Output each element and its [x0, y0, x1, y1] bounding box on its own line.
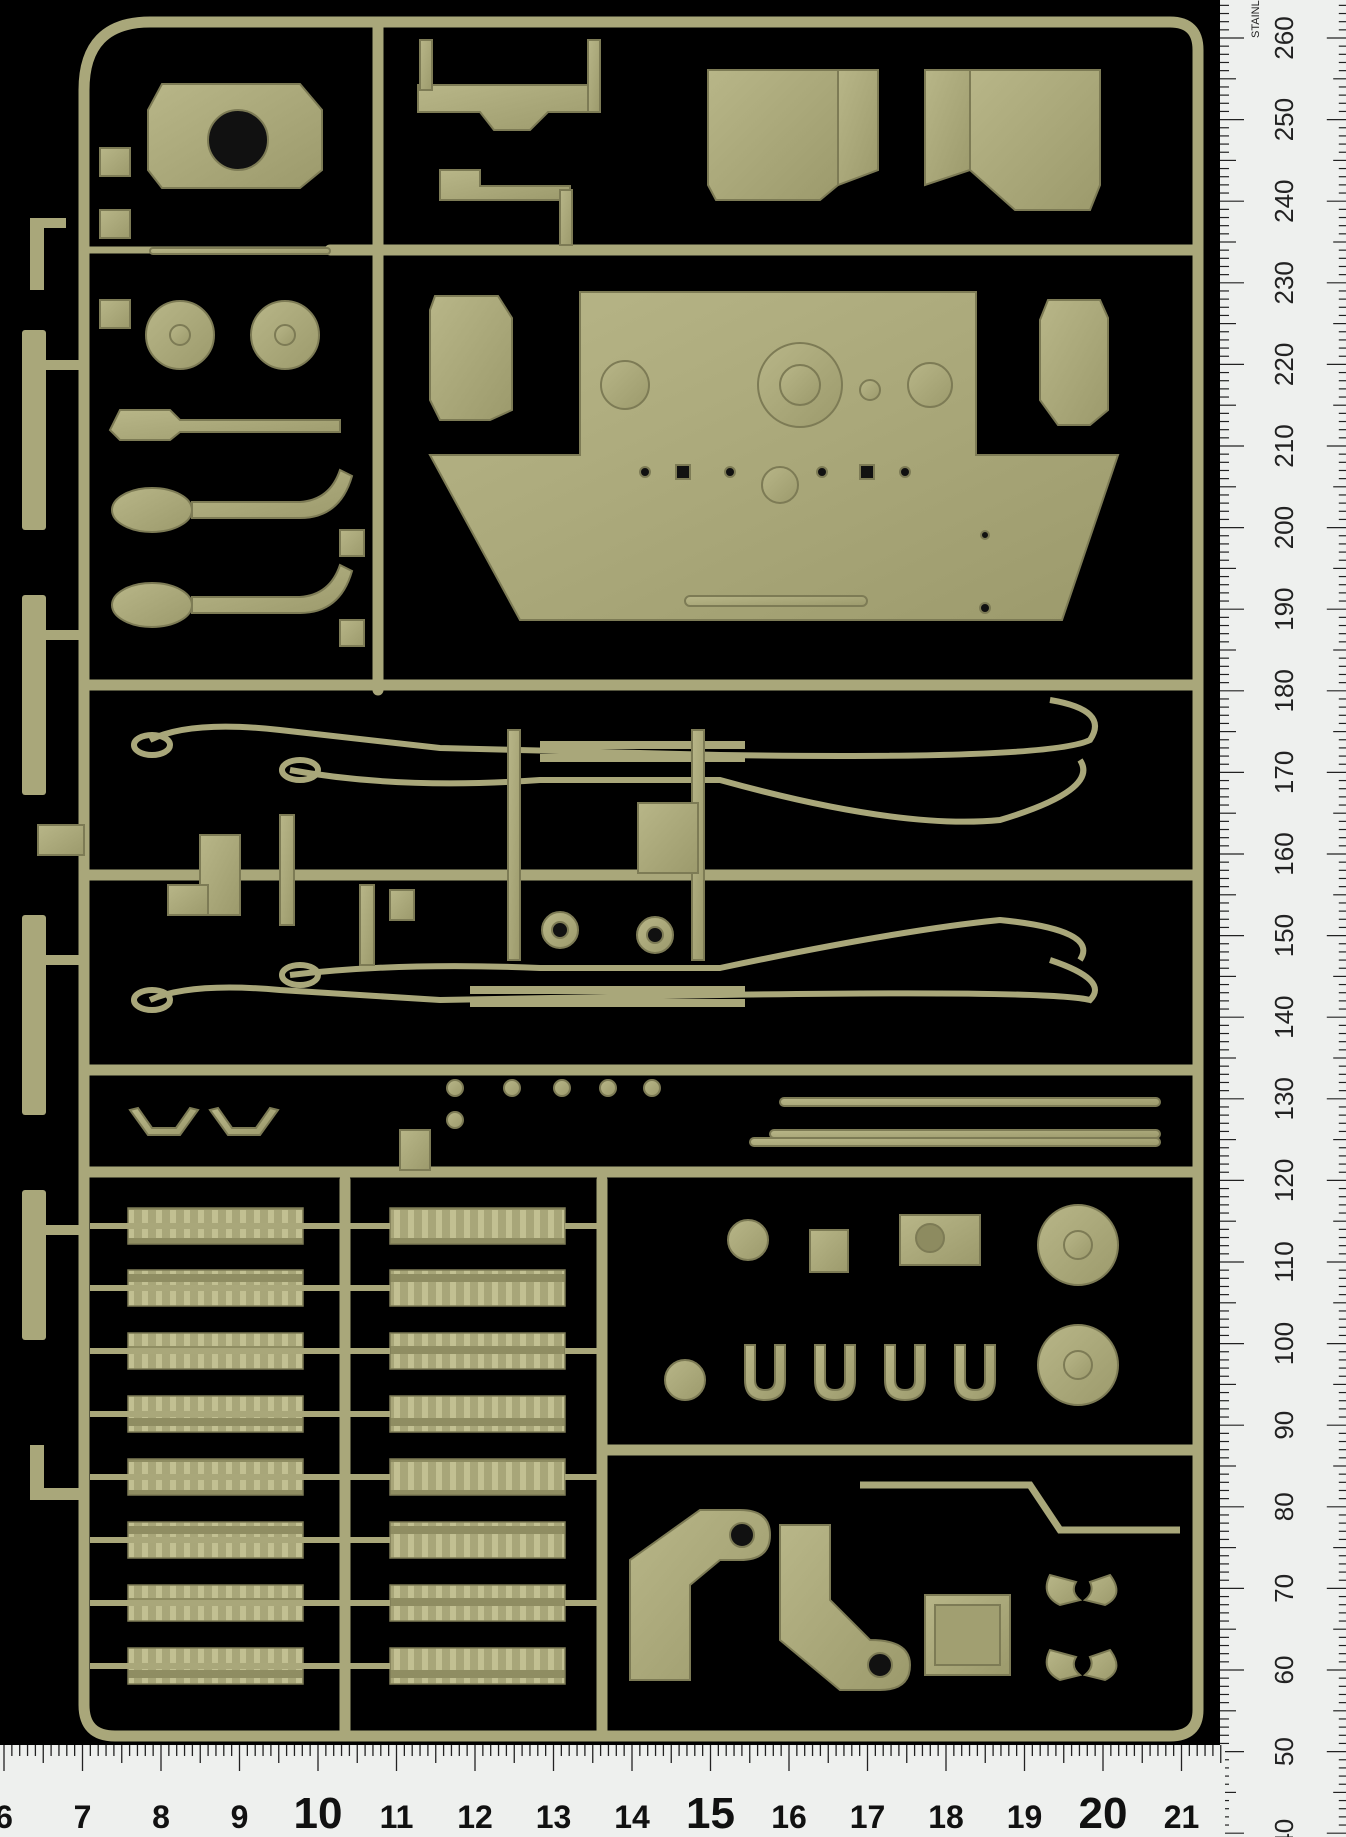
bottom-ruler-label: 19 — [1007, 1799, 1043, 1835]
right-ruler-label: 40 — [1269, 1819, 1299, 1837]
track-links-right — [389, 1207, 566, 1685]
right-ruler-label: 230 — [1269, 261, 1299, 304]
left-sprue-tabs — [22, 218, 84, 1500]
right-ruler-label: 250 — [1269, 98, 1299, 141]
towing-cables — [131, 697, 1098, 1013]
bottom-ruler-label: 9 — [231, 1799, 249, 1835]
right-ruler-label: 100 — [1269, 1322, 1299, 1365]
right-ruler-label: 120 — [1269, 1159, 1299, 1202]
right-ruler-label: 50 — [1269, 1737, 1299, 1766]
right-ruler-label: 140 — [1269, 996, 1299, 1039]
bottom-ruler-label: 16 — [771, 1799, 807, 1835]
right-ruler-label: 70 — [1269, 1574, 1299, 1603]
top-parts — [147, 39, 1101, 255]
lower-right-parts — [629, 1204, 1180, 1691]
bottom-ruler-label: 20 — [1079, 1789, 1128, 1837]
bottom-ruler-label: 21 — [1164, 1799, 1200, 1835]
right-ruler-label: 190 — [1269, 588, 1299, 631]
right-ruler-label: 150 — [1269, 914, 1299, 957]
track-gates — [90, 1223, 602, 1669]
bottom-ruler-label: 18 — [928, 1799, 964, 1835]
bottom-ruler: 6 7 8 9 10 11 12 13 14 15 16 17 18 19 20 21 — [0, 1745, 1225, 1837]
bottom-ruler-label: 8 — [152, 1799, 170, 1835]
right-ruler-label: 170 — [1269, 751, 1299, 794]
right-ruler-label: 260 — [1269, 16, 1299, 59]
hull-plate — [428, 291, 1120, 621]
hooks-row — [128, 1079, 1161, 1171]
bottom-ruler-label: 10 — [294, 1789, 343, 1837]
bottom-ruler-label: 15 — [686, 1789, 735, 1837]
right-ruler-label: 210 — [1269, 424, 1299, 467]
right-ruler-label: 180 — [1269, 669, 1299, 712]
right-ruler-label: 220 — [1269, 343, 1299, 386]
bottom-ruler-label: 17 — [850, 1799, 886, 1835]
bottom-ruler-label: 13 — [536, 1799, 572, 1835]
right-ruler-label: 200 — [1269, 506, 1299, 549]
ruler-brand-text: STAINL — [1250, 0, 1262, 38]
right-ruler-label: 90 — [1269, 1411, 1299, 1440]
right-ruler-label: 240 — [1269, 180, 1299, 223]
bottom-ruler-label: 6 — [0, 1799, 13, 1835]
bottom-ruler-label: 11 — [380, 1799, 414, 1835]
wheels-and-shells — [99, 147, 365, 647]
right-ruler-label: 60 — [1269, 1656, 1299, 1685]
bottom-ruler-label: 12 — [457, 1799, 493, 1835]
cable-clamps — [37, 729, 705, 966]
right-ruler: 260 250 240 230 220 210 200 190 180 170 160 150 140 1… — [1220, 0, 1346, 1837]
right-ruler-label: 160 — [1269, 832, 1299, 875]
right-ruler-label: 110 — [1269, 1241, 1299, 1282]
right-ruler-label: 80 — [1269, 1492, 1299, 1521]
right-ruler-label: 130 — [1269, 1077, 1299, 1120]
bottom-ruler-label: 7 — [74, 1799, 92, 1835]
bottom-ruler-label: 14 — [614, 1799, 650, 1835]
